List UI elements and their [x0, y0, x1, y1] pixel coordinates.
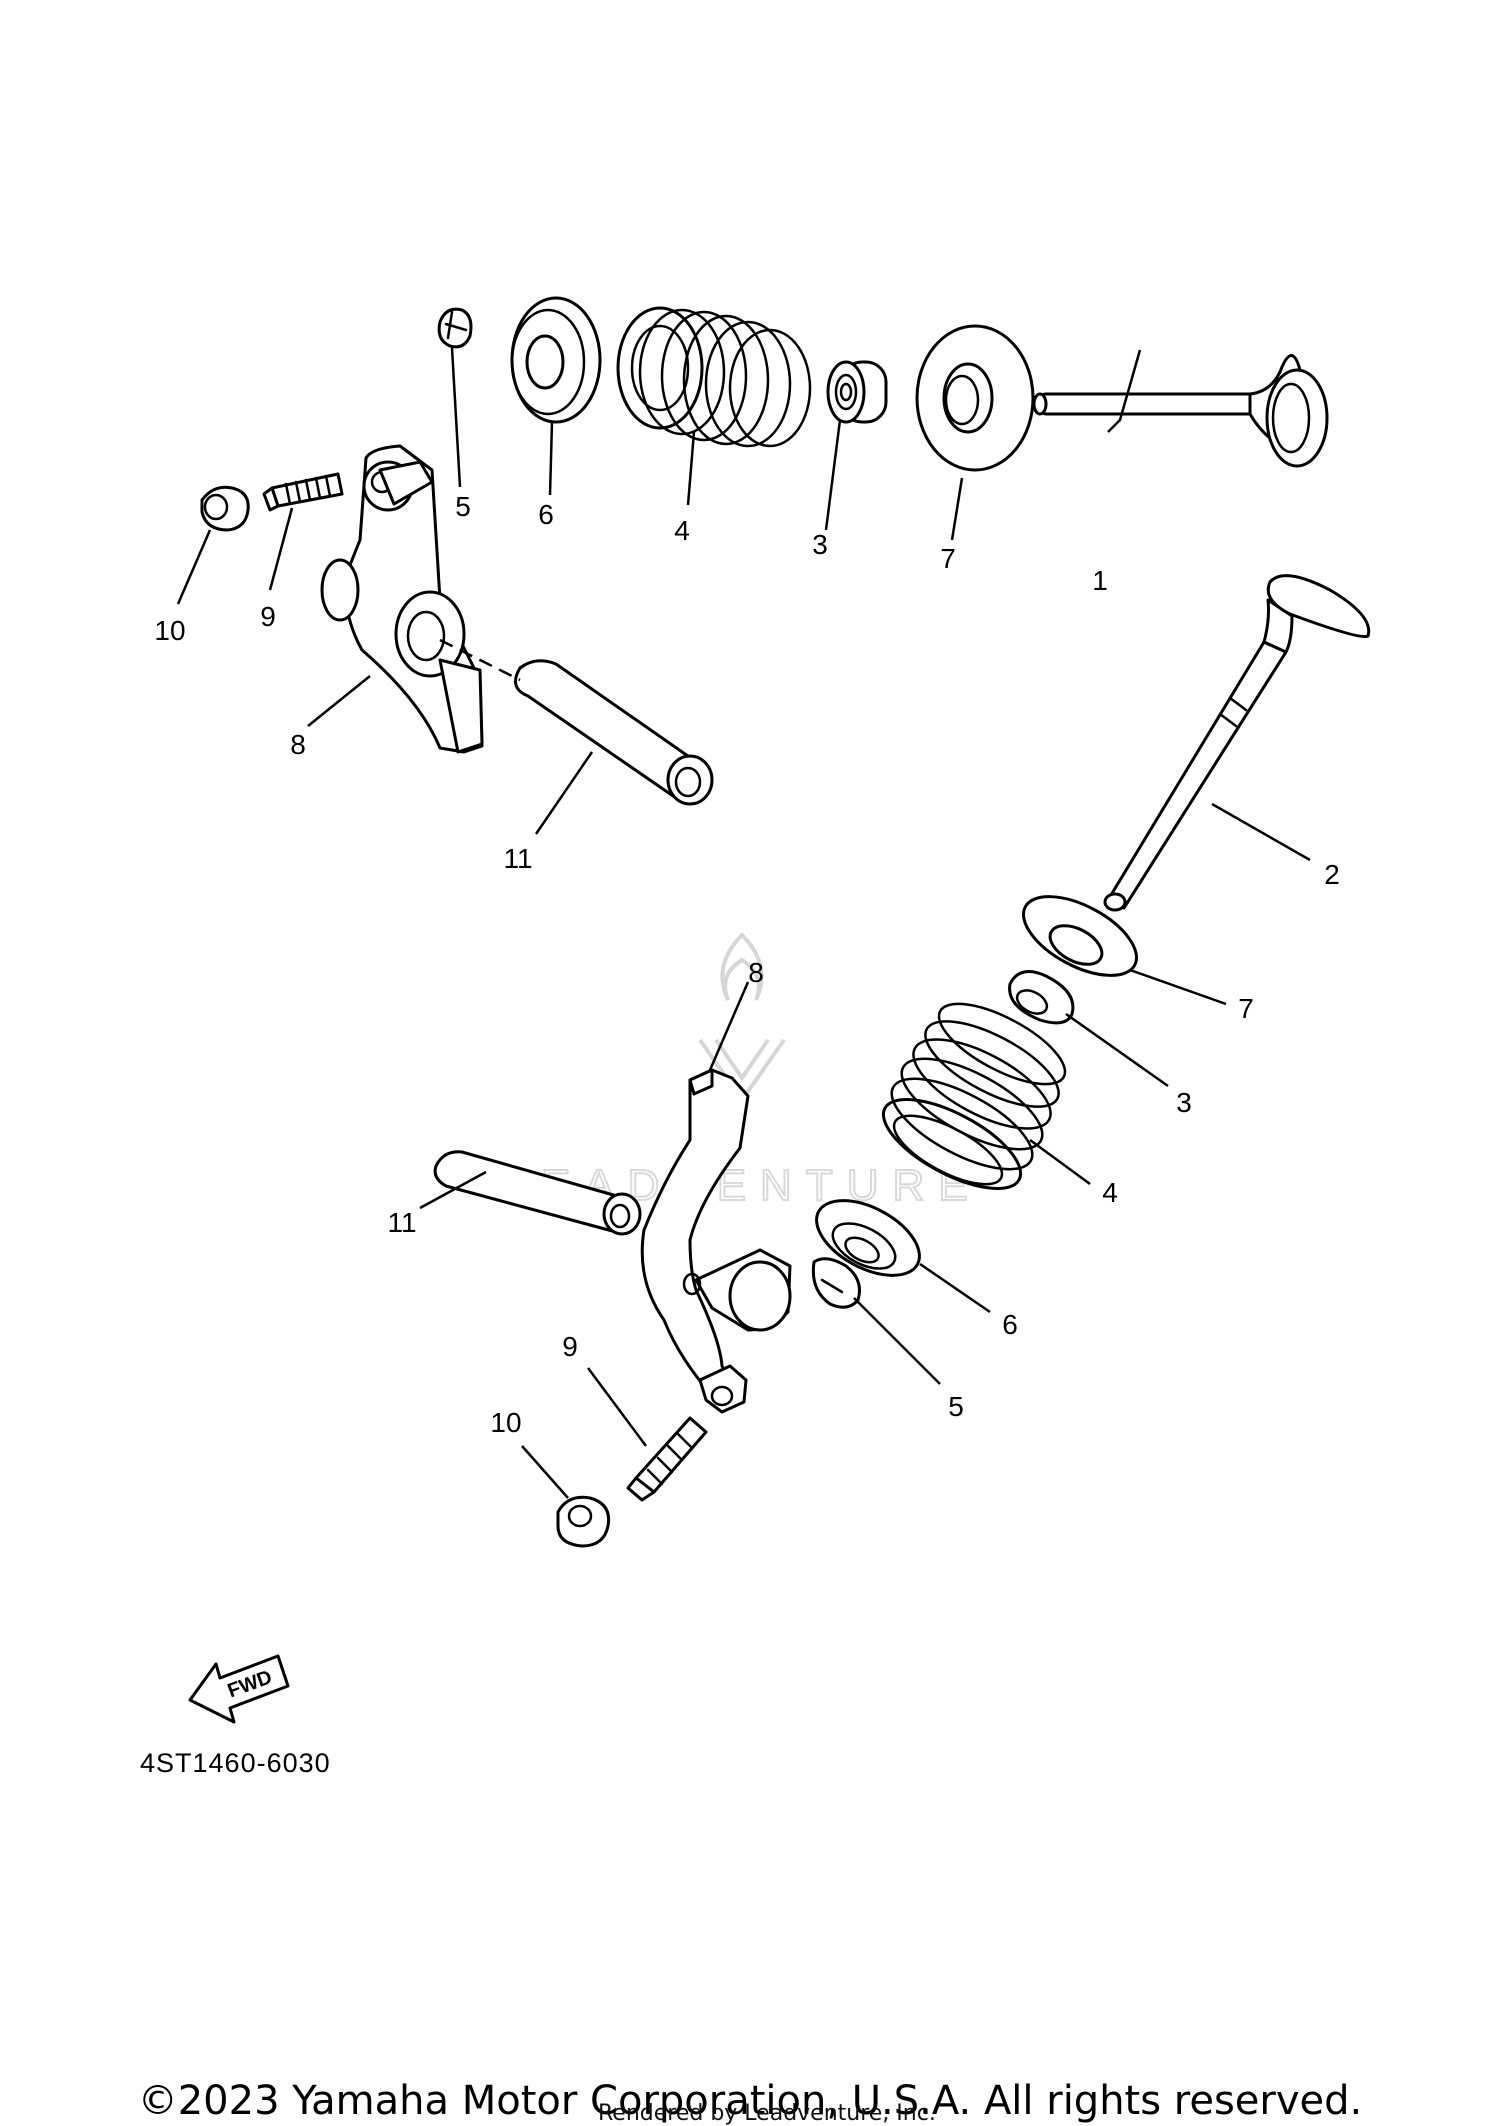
rocker-arm-lower	[640, 1068, 792, 1414]
callout-3: 3	[812, 529, 828, 560]
callout-5: 5	[455, 491, 471, 522]
copyright-notice: ©2023 Yamaha Motor Corporation, U.S.A. A…	[137, 2078, 1363, 2124]
callout-8: 8	[748, 957, 764, 988]
rendered-by-notice: Rendered by Leadventure, Inc.	[598, 2101, 936, 2126]
spring-retainer-upper	[510, 296, 602, 424]
spring-seat-upper	[915, 324, 1035, 472]
callout-6: 6	[1002, 1309, 1018, 1340]
callout-3: 3	[1176, 1087, 1192, 1118]
valve-spring-upper	[616, 306, 812, 448]
callout-7: 7	[940, 543, 956, 574]
callout-11: 11	[503, 843, 532, 874]
callout-5: 5	[948, 1391, 964, 1422]
valve-cotter-lower	[811, 1257, 861, 1309]
spring-seat-lower	[1021, 895, 1139, 977]
adjusting-screw-lower	[626, 1416, 708, 1502]
callout-9: 9	[562, 1331, 578, 1362]
stem-seal-lower	[1008, 970, 1075, 1025]
adjusting-screw-upper	[262, 472, 344, 512]
locknut-upper	[200, 485, 250, 532]
rocker-shaft-upper	[439, 638, 714, 806]
callout-4: 4	[674, 515, 690, 546]
spring-retainer-lower	[815, 1199, 921, 1277]
callout-9: 9	[260, 601, 276, 632]
part-code: 4ST1460-6030	[140, 1748, 331, 1778]
callout-2: 2	[1324, 859, 1340, 890]
fwd-arrow-icon: FWD	[188, 1654, 290, 1724]
callout-8: 8	[290, 729, 306, 760]
leader-lines	[176, 347, 1311, 1499]
callout-4: 4	[1102, 1177, 1118, 1208]
stem-seal-upper	[826, 360, 888, 424]
callouts-lower: 2 7 8 3 4 11 6 9 5 10	[387, 859, 1339, 1438]
rocker-arm-upper	[320, 444, 484, 754]
valve-cotter-upper	[437, 307, 473, 349]
callout-6: 6	[538, 499, 554, 530]
valve-lower	[1103, 574, 1371, 912]
callout-10: 10	[154, 615, 185, 646]
leadventure-watermark: LEADVENTURE	[501, 932, 969, 1211]
valve-upper	[1032, 354, 1329, 468]
valve-spring-lower	[881, 1002, 1067, 1190]
callout-11: 11	[387, 1207, 416, 1238]
locknut-lower	[556, 1495, 611, 1548]
callout-7: 7	[1238, 993, 1254, 1024]
callout-1: 1	[1092, 565, 1108, 596]
callout-10: 10	[490, 1407, 521, 1438]
callouts-upper: 1 6 4 3 5 7 9 10 8 11	[154, 491, 1107, 874]
